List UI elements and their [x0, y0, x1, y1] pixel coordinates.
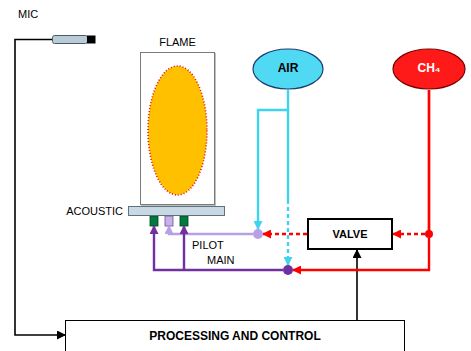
main-nozzle	[150, 216, 158, 226]
flow-connector	[258, 90, 288, 265]
flow-connector	[357, 250, 358, 320]
main-nozzle	[180, 216, 188, 226]
microphone-symbol	[52, 35, 96, 44]
node-label: FLAME	[141, 36, 214, 49]
control-box: PROCESSING AND CONTROL	[65, 320, 405, 351]
node-label: CH₄	[417, 62, 440, 76]
pilot-nozzle	[165, 216, 173, 226]
air-supply: AIR	[252, 48, 324, 90]
microphone: MIC	[52, 35, 96, 44]
main-label: MAIN	[207, 254, 235, 267]
node-label: MIC	[18, 8, 38, 21]
burner-chamber: FLAME	[140, 52, 215, 205]
flow-connector	[15, 40, 65, 336]
flow-connector	[393, 90, 433, 238]
flow-connector	[169, 226, 307, 239]
flame-shape	[141, 53, 214, 204]
valve-box: VALVE	[307, 218, 393, 250]
node-label: VALVE	[332, 228, 367, 241]
acoustic-plate: ACOUSTIC	[128, 206, 225, 216]
node-label: ACOUSTIC	[66, 205, 123, 218]
gas-supply: CH₄	[392, 48, 466, 90]
node-label: AIR	[278, 62, 299, 76]
pilot-label: PILOT	[192, 239, 224, 252]
node-label: PROCESSING AND CONTROL	[149, 330, 321, 344]
